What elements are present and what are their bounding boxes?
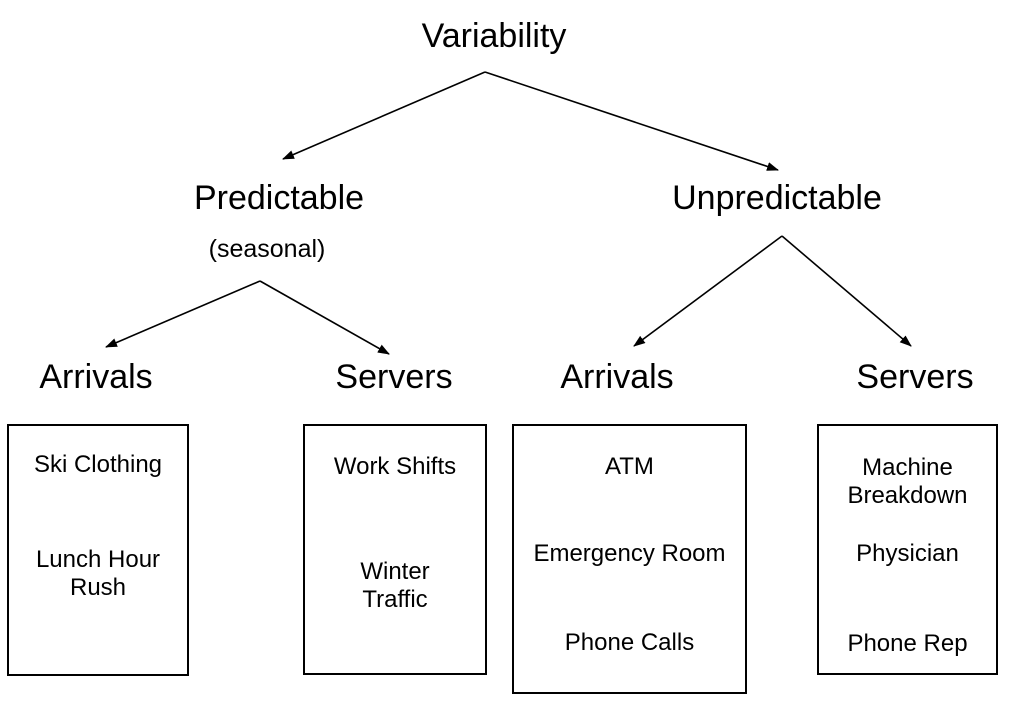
tree-connector-arrow — [282, 71, 486, 160]
example-item: Phone Calls — [564, 629, 695, 656]
tree-connector-arrow — [105, 280, 261, 348]
example-item: Winter Traffic — [360, 558, 430, 613]
examples-box-predictable-servers: Work Shifts Winter Traffic — [303, 424, 487, 675]
node-predictable-servers: Servers — [335, 358, 453, 396]
node-unpredictable-servers: Servers — [856, 358, 974, 396]
tree-connector-arrow — [259, 280, 390, 355]
node-predictable: Predictable — [193, 179, 365, 217]
node-unpredictable-arrivals: Arrivals — [560, 358, 674, 396]
example-item: Lunch Hour Rush — [35, 546, 161, 601]
example-item: Machine Breakdown — [847, 454, 968, 509]
example-item: Physician — [856, 540, 959, 567]
example-item: Phone Rep — [847, 630, 968, 657]
example-item: Work Shifts — [333, 453, 457, 480]
example-item: Ski Clothing — [33, 451, 163, 478]
tree-connector-arrow — [781, 235, 912, 347]
node-predictable-arrivals: Arrivals — [39, 358, 153, 396]
examples-box-unpredictable-arrivals: ATM Emergency Room Phone Calls — [512, 424, 747, 694]
example-item: Emergency Room — [533, 540, 726, 567]
tree-connector-arrow — [633, 235, 783, 347]
node-unpredictable: Unpredictable — [672, 179, 882, 217]
examples-box-unpredictable-servers: Machine Breakdown Physician Phone Rep — [817, 424, 998, 675]
tree-connector-arrow — [484, 71, 779, 171]
node-predictable-seasonal-note: (seasonal) — [208, 235, 326, 263]
examples-box-predictable-arrivals: Ski Clothing Lunch Hour Rush — [7, 424, 189, 676]
example-item: ATM — [605, 453, 654, 480]
node-variability: Variability — [421, 17, 567, 55]
